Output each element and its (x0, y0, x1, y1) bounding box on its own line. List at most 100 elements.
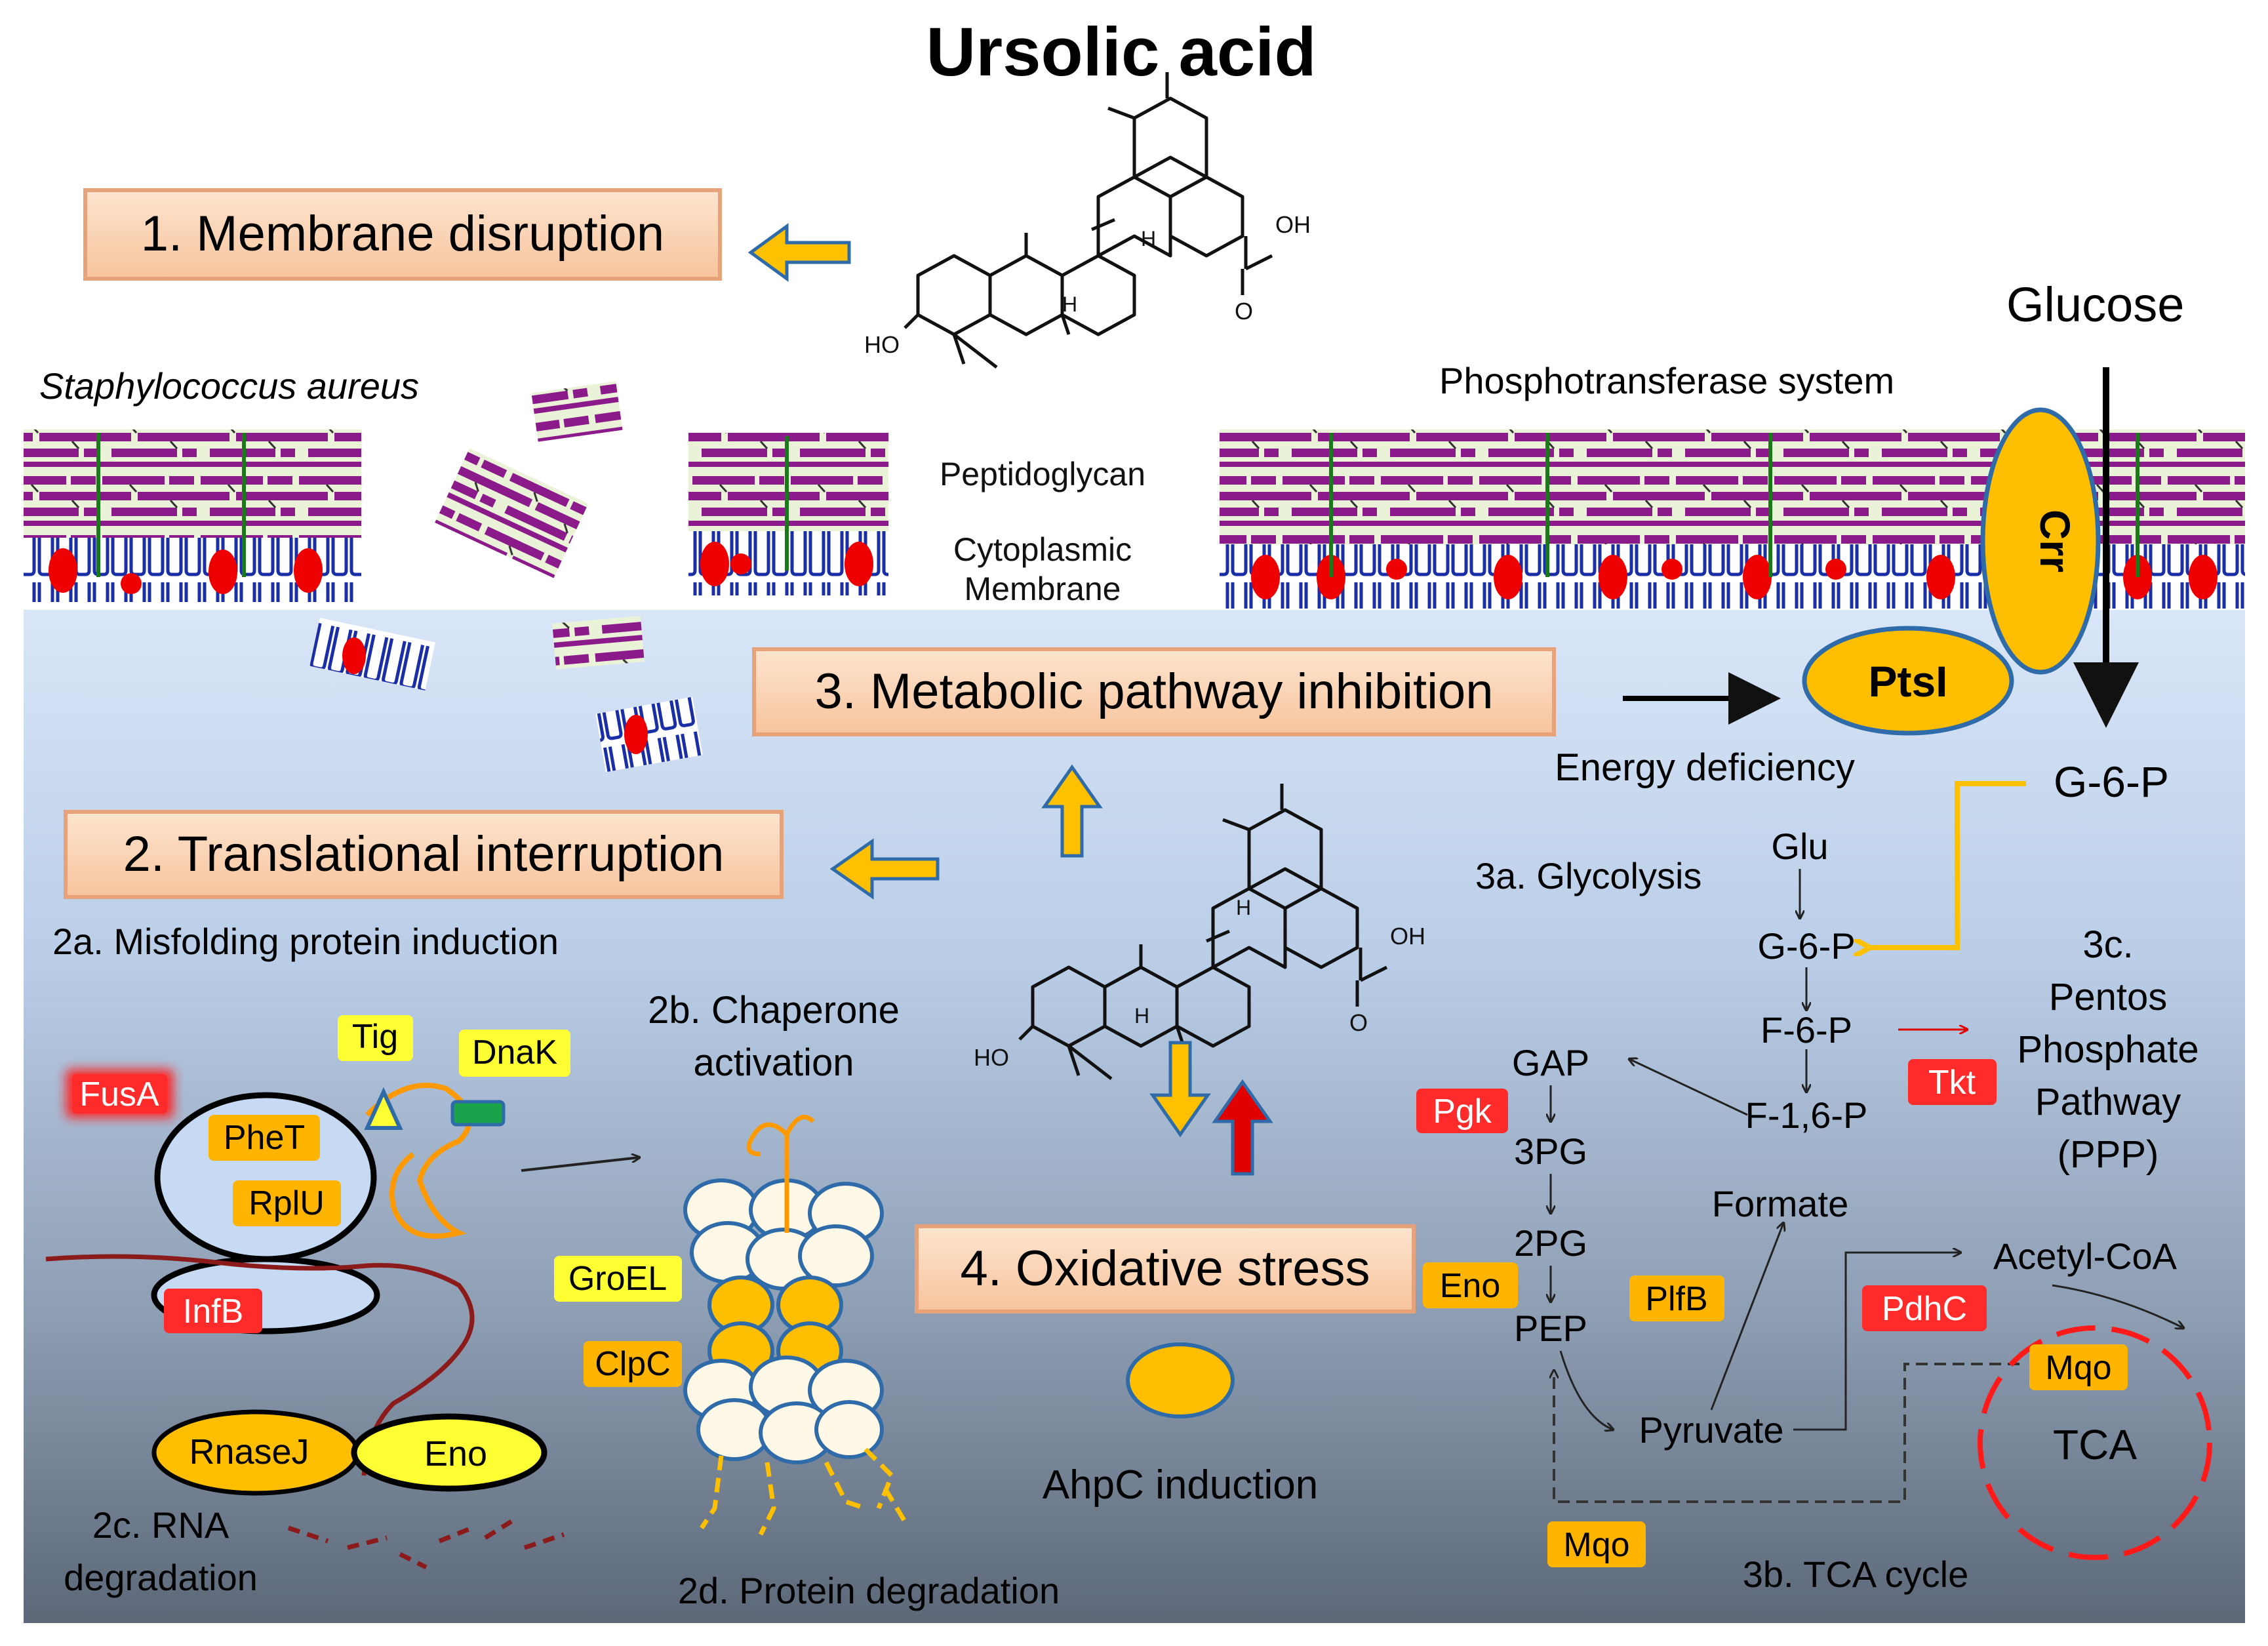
gap-label: GAP (1512, 1042, 1589, 1083)
tag-groel: GroEL (554, 1256, 682, 1302)
ptsi-label: PtsI (1868, 657, 1947, 706)
arrow-down-orange (1149, 1041, 1211, 1138)
pep-label: PEP (1514, 1308, 1587, 1349)
arrow-pyruvate-formate (1710, 1223, 1783, 1411)
degraded-rna (287, 1519, 565, 1570)
title: Ursolic acid (926, 14, 1316, 90)
tag-pdhc: PdhC (1862, 1285, 1987, 1331)
ppp-label-3: Phosphate (2017, 1028, 2198, 1071)
formate-label: Formate (1712, 1183, 1849, 1224)
ptsi-protein (1802, 626, 2014, 736)
membrane-fragments (309, 381, 703, 773)
box-metabolic-inhibition-label: 3. Metabolic pathway inhibition (814, 664, 1493, 719)
tag-clpc: ClpC (584, 1341, 682, 1387)
eno-rna-label: Eno (424, 1434, 487, 1474)
tag-mqo-tca: Mqo (2029, 1344, 2128, 1390)
tag-rplu-label: RplU (249, 1184, 325, 1222)
molecule-middle-h2: H (1236, 896, 1251, 919)
tag-pgk-label: Pgk (1433, 1093, 1492, 1131)
f16p-label: F-1,6-P (1745, 1094, 1868, 1136)
rna-degradation-label-1: 2c. RNA (92, 1504, 229, 1546)
box-translational-interruption (64, 810, 784, 899)
degraded-protein (700, 1447, 907, 1536)
cell-wall-left (24, 430, 361, 602)
molecule-middle-h1: H (1134, 1004, 1149, 1028)
pg3-label: 3PG (1514, 1131, 1587, 1172)
tag-rplu: RplU (233, 1180, 341, 1226)
molecule-top (904, 72, 1273, 369)
tag-mqo-tca-label: Mqo (2045, 1349, 2111, 1387)
ppp-label-5: (PPP) (2058, 1133, 2159, 1176)
tag-infb-label: InfB (183, 1293, 244, 1331)
tag-plfb-label: PlfB (1645, 1280, 1707, 1318)
tag-pgk: Pgk (1416, 1089, 1508, 1133)
ahpc-protein (1126, 1342, 1235, 1418)
ppp-label-4: Pathway (2035, 1081, 2181, 1123)
tag-phet-label: PheT (224, 1119, 305, 1157)
molecule-middle-o: O (1349, 1009, 1368, 1036)
nascent-peptide (365, 1083, 472, 1239)
tag-groel-label: GroEL (568, 1260, 667, 1298)
box-translational-interruption-label: 2. Translational interruption (123, 826, 725, 882)
ahpc-label: AhpC induction (1043, 1462, 1319, 1508)
cytoplasmic-label: Cytoplasmic (953, 531, 1132, 568)
rna-degradation-label-2: degradation (64, 1557, 258, 1598)
glu-label: Glu (1771, 826, 1828, 867)
tag-infb: InfB (164, 1289, 262, 1333)
molecule-middle-oh: OH (1390, 923, 1425, 950)
box-membrane-disruption (83, 188, 722, 281)
molecule-top-h2: H (1141, 227, 1156, 251)
arrow-to-metabolic (1041, 764, 1103, 858)
protein-degradation-label: 2d. Protein degradation (678, 1570, 1060, 1611)
molecule-top-ho: HO (864, 331, 900, 358)
energy-label: Energy deficiency (1555, 746, 1855, 789)
glycolysis-label: 3a. Glycolysis (1475, 855, 1701, 896)
pyruvate-label: Pyruvate (1639, 1409, 1784, 1451)
crr-label: Crr (2031, 510, 2079, 572)
organism-label: Staphylococcus aureus (39, 365, 419, 407)
acetylcoa-label: Acetyl-CoA (1993, 1235, 2178, 1277)
molecule-top-o: O (1235, 298, 1253, 325)
dnak-block (450, 1100, 506, 1127)
pg2-label: 2PG (1514, 1222, 1587, 1264)
membrane-label: Membrane (965, 571, 1121, 607)
g6p-orange-arrow (1867, 781, 2026, 948)
tag-fusa: FusA (66, 1069, 174, 1118)
arrow-pyruvate-acetylcoa (1793, 1253, 1960, 1431)
tca-cycle-circle (1978, 1325, 2212, 1560)
tca-label: TCA (2053, 1421, 2137, 1468)
tag-fusa-label: FusA (79, 1075, 159, 1114)
misfold-label: 2a. Misfolding protein induction (52, 921, 559, 962)
tag-tkt: Tkt (1908, 1059, 1997, 1105)
molecule-top-oh: OH (1275, 211, 1311, 238)
tig-triangle (364, 1087, 403, 1130)
molecule-middle-ho: HO (974, 1044, 1009, 1071)
tca-cycle-label: 3b. TCA cycle (1743, 1554, 1968, 1595)
mrna-strand (45, 1254, 475, 1476)
box-membrane-disruption-label: 1. Membrane disruption (141, 206, 664, 262)
arrow-f16p-gap (1629, 1059, 1748, 1116)
tag-eno-right: Eno (1423, 1262, 1518, 1308)
tag-tkt-label: Tkt (1928, 1064, 1976, 1102)
tag-dnak-label: DnaK (472, 1034, 557, 1072)
cell-wall-middle (688, 433, 888, 595)
glucose-label: Glucose (2006, 277, 2184, 332)
arrow-acetylcoa-tca (2052, 1284, 2183, 1328)
ppp-label-2: Pentos (2049, 976, 2168, 1018)
tag-tig-label: Tig (352, 1018, 398, 1056)
box-oxidative-stress-label: 4. Oxidative stress (960, 1241, 1370, 1296)
arrow-to-translational (829, 838, 940, 900)
rnasej-label: RnaseJ (189, 1432, 309, 1472)
box-oxidative-stress (915, 1224, 1416, 1314)
chaperone-peptide (746, 1114, 815, 1233)
tag-eno-right-label: Eno (1440, 1267, 1501, 1305)
eno-rna-protein (351, 1413, 547, 1492)
tag-phet: PheT (209, 1115, 320, 1161)
tag-dnak: DnaK (459, 1030, 570, 1077)
peptidoglycan-label: Peptidoglycan (940, 456, 1145, 492)
arrow-up-red (1212, 1079, 1273, 1176)
chaperone-label-2: activation (693, 1041, 854, 1084)
tag-plfb: PlfB (1629, 1275, 1724, 1321)
tag-mqo-bottom: Mqo (1547, 1521, 1646, 1567)
